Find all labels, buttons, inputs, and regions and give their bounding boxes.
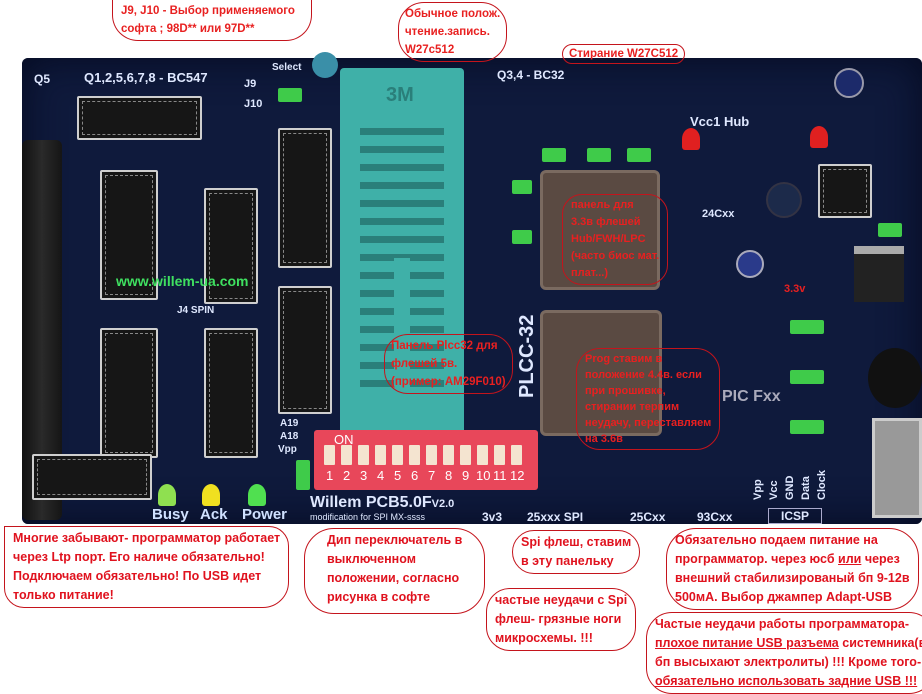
led-label-ack: Ack — [200, 506, 228, 523]
silk-j9: J9 — [244, 78, 257, 90]
silk-icsp: ICSP — [768, 508, 823, 524]
site-url: www.willem-ua.com — [116, 273, 249, 289]
dip-number: 4 — [377, 468, 385, 483]
board-title: Willem PCB5.0FV2.0 — [310, 494, 455, 511]
ic-chip — [32, 454, 152, 500]
plcc32-socket — [540, 310, 662, 436]
jumper[interactable] — [878, 223, 902, 237]
dip-number: 8 — [445, 468, 453, 483]
ic-chip — [100, 170, 158, 300]
silk-3v3: 3v3 — [482, 510, 503, 524]
led-label-power: Power — [242, 506, 288, 523]
jumper-j9[interactable] — [278, 88, 302, 102]
jumper[interactable] — [627, 148, 651, 162]
led-label-busy: Busy — [152, 506, 189, 523]
dip-number: 5 — [394, 468, 402, 483]
silk-pic: PIC Fxx — [722, 388, 781, 405]
ic-chip — [204, 328, 258, 458]
silk-a18: A18 — [280, 431, 299, 442]
programmer-board-photo: Q5 Q1,2,5,6,7,8 - BC547 Q3,4 - BC32 Sele… — [22, 52, 922, 524]
ic-chip — [204, 188, 258, 304]
zif-socket: 3M — [340, 68, 464, 456]
icsp-pin-data: Data — [800, 476, 812, 500]
ic-chip — [818, 164, 872, 218]
silk-transistors: Q1,2,5,6,7,8 - BC547 — [84, 70, 208, 85]
dip-number: 6 — [411, 468, 419, 483]
led-power — [248, 484, 266, 506]
led-ack — [202, 484, 220, 506]
capacitor — [834, 68, 864, 98]
jumper-p1[interactable] — [296, 460, 310, 490]
silk-select: Select — [272, 62, 302, 73]
note-power-supply: Обязательно подаем питание на программат… — [666, 528, 919, 610]
silk-25cxx: 25Cxx — [630, 510, 666, 524]
power-jack — [868, 348, 922, 408]
dip-number: 10 — [476, 468, 491, 483]
dip-number: 2 — [343, 468, 351, 483]
usb-connector — [872, 418, 922, 518]
jumper[interactable] — [512, 180, 532, 194]
jumper[interactable] — [790, 370, 824, 384]
dip-number: 1 — [326, 468, 334, 483]
jumper[interactable] — [587, 148, 611, 162]
silk-a19: A19 — [280, 418, 299, 429]
dip-number: 12 — [510, 468, 525, 483]
note-normal-position: Обычное полож.чтение.запись.W27c512 — [398, 2, 508, 62]
silk-93cxx: 93Cxx — [697, 510, 733, 524]
capacitor — [736, 250, 764, 278]
dip-number: 11 — [493, 468, 507, 483]
silk-q34: Q3,4 - BC32 — [497, 68, 565, 82]
jumper[interactable] — [542, 148, 566, 162]
jumper-adapt-usb[interactable] — [790, 420, 824, 434]
silk-q5: Q5 — [34, 72, 51, 86]
ic-chip — [77, 96, 202, 140]
note-usb-fail: Частые неудачи работы программатора- пло… — [646, 612, 922, 694]
led-busy — [158, 484, 176, 506]
dip-on-label: ON — [334, 432, 354, 447]
silk-j10: J10 — [244, 98, 263, 110]
jumper[interactable] — [512, 230, 532, 244]
note-3v3: 3.3v — [784, 283, 806, 295]
note-erase: Стирание W27C512 — [562, 44, 686, 64]
capacitor — [312, 52, 338, 78]
icsp-pin-vpp: Vpp — [752, 479, 764, 500]
silk-vcc-hub: Vcc1 Hub — [690, 114, 750, 129]
voltage-regulator — [854, 246, 904, 302]
led-red — [810, 126, 828, 148]
led-red — [682, 128, 700, 150]
dip-number: 7 — [428, 468, 436, 483]
ic-chip — [100, 328, 158, 458]
zif-brand: 3M — [386, 84, 414, 106]
ic-chip — [278, 128, 332, 268]
silk-vpp: Vpp — [278, 444, 297, 455]
note-software: J9, J10 - Выбор применяемого софта ; 98D… — [112, 0, 312, 41]
ic-chip — [278, 286, 332, 414]
silk-j4: J4 SPIN — [177, 305, 215, 316]
plcc-socket-top — [540, 170, 660, 290]
icsp-pin-clock: Clock — [816, 470, 828, 500]
dip-switch[interactable]: ON 1 2 3 4 5 6 7 8 9 10 11 12 — [314, 430, 538, 490]
dip-number: 9 — [462, 468, 470, 483]
icsp-pin-vcc: Vcc — [768, 480, 780, 500]
board-subtitle: modification for SPI MX-ssss — [310, 512, 426, 522]
jumper-prog[interactable] — [790, 320, 824, 334]
icsp-pin-gnd: GND — [784, 475, 796, 500]
capacitor — [766, 182, 802, 218]
dip-number: 3 — [360, 468, 368, 483]
silk-25xxx: 25xxx SPI — [527, 510, 584, 524]
silk-plcc32: PLCC-32 — [516, 314, 538, 398]
silk-24cxx: 24Cxx — [702, 208, 735, 220]
